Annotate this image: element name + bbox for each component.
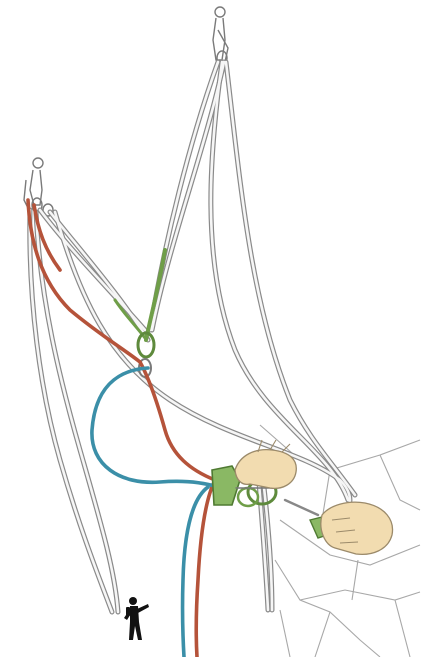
top-anchor xyxy=(213,7,228,65)
white-ropes xyxy=(30,62,355,612)
red-rope xyxy=(28,200,215,657)
person-silhouette xyxy=(124,597,149,640)
lower-hand xyxy=(321,502,393,554)
